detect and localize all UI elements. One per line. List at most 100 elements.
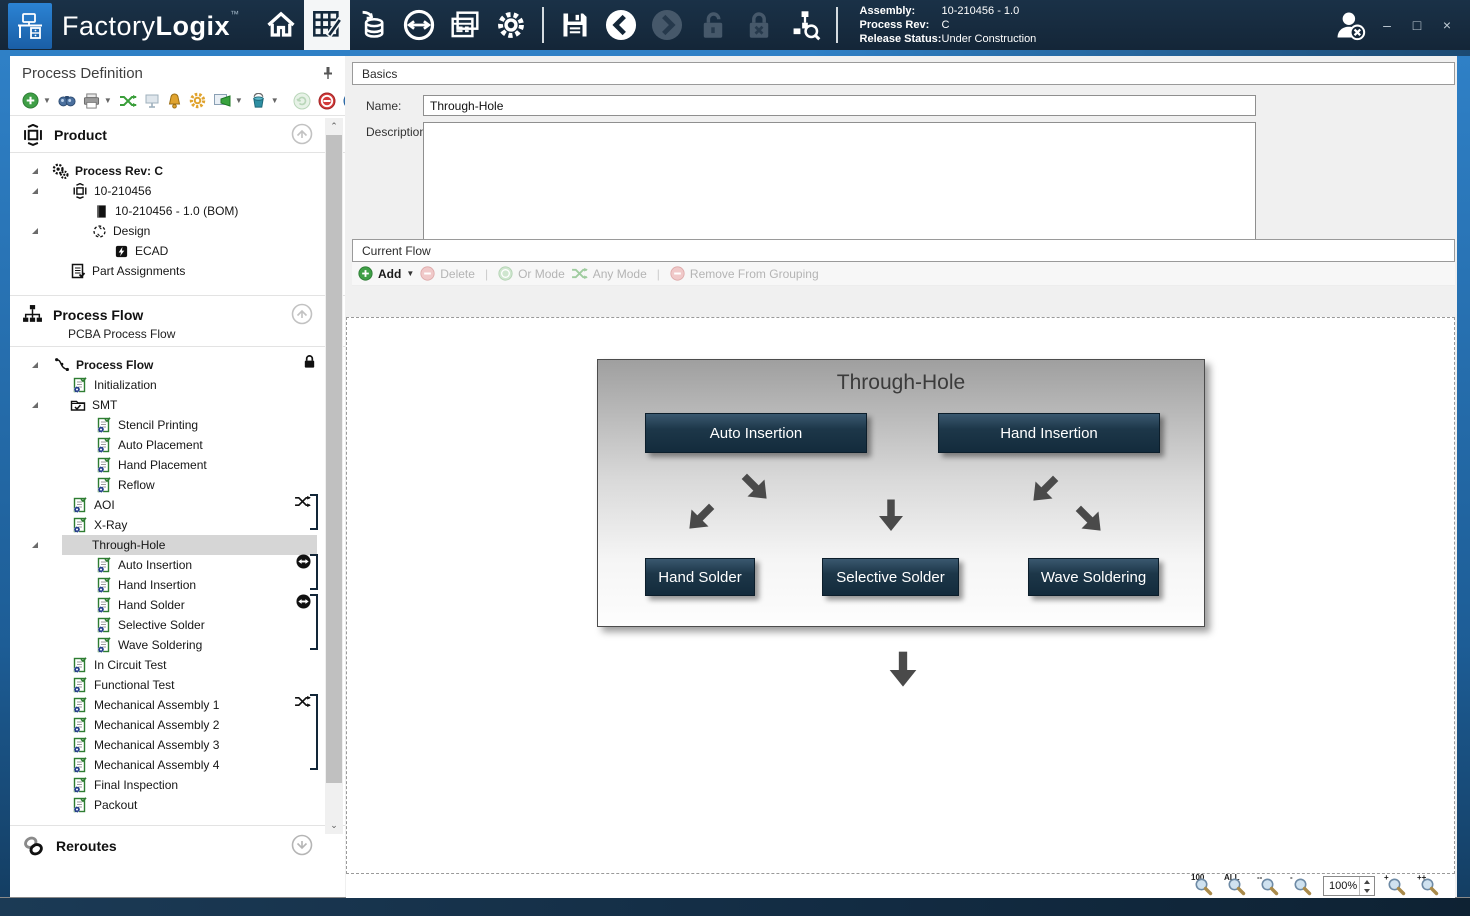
reroutes-section-header[interactable]: Reroutes — [10, 825, 345, 864]
flow-search-icon — [789, 9, 821, 41]
fill-bucket-button[interactable] — [250, 93, 267, 109]
node-wave-soldering[interactable]: Wave Soldering — [1028, 558, 1159, 596]
tree-item-assembly[interactable]: 10-210456 — [10, 181, 345, 201]
tree-item-functional-test[interactable]: Functional Test — [10, 675, 345, 695]
zoom-fit-all-button[interactable]: ALL — [1224, 875, 1248, 897]
zoom-out-button[interactable]: - — [1290, 875, 1314, 897]
node-auto-insertion[interactable]: Auto Insertion — [645, 413, 867, 453]
tree-item-initialization[interactable]: Initialization — [10, 375, 345, 395]
save-button[interactable] — [552, 0, 598, 50]
minimize-button[interactable]: – — [1374, 12, 1400, 38]
product-section-header[interactable]: Product — [10, 116, 345, 153]
scrollbar-thumb[interactable] — [326, 135, 342, 783]
add-item-button[interactable] — [22, 92, 39, 109]
redo-button[interactable] — [644, 0, 690, 50]
tree-item-mechanical-assembly-3[interactable]: Mechanical Assembly 3 — [10, 735, 345, 755]
process-audit-button[interactable] — [782, 0, 828, 50]
add-caret-icon[interactable]: ▼ — [406, 269, 414, 278]
export-flag-caret[interactable]: ▼ — [235, 96, 243, 105]
tree-item-packout[interactable]: Packout — [10, 795, 345, 815]
tree-item-stencil-printing[interactable]: Stencil Printing — [10, 415, 345, 435]
description-textarea[interactable] — [423, 122, 1256, 247]
process-flow-section-header[interactable]: Process Flow — [10, 295, 345, 325]
presentation-button[interactable] — [144, 93, 160, 109]
resume-button[interactable] — [293, 92, 311, 110]
name-input[interactable] — [423, 95, 1256, 116]
export-flag-button[interactable] — [213, 93, 231, 109]
production-button[interactable] — [396, 0, 442, 50]
scroll-down-arrow[interactable]: ⌄ — [325, 817, 343, 834]
scroll-up-arrow[interactable]: ⌃ — [325, 118, 343, 135]
analytics-button[interactable] — [442, 0, 488, 50]
gear-gold-button[interactable] — [189, 92, 206, 109]
flow-arrow-down-left — [675, 493, 726, 544]
tree-item-mechanical-assembly-4[interactable]: Mechanical Assembly 4 — [10, 755, 345, 775]
print-button[interactable] — [83, 93, 100, 109]
logout-user-button[interactable] — [1330, 0, 1370, 50]
zoom-level-spinner[interactable]: 100% — [1323, 876, 1375, 896]
sidebar-scrollbar[interactable]: ⌃ ⌄ — [325, 118, 343, 834]
stop-button[interactable] — [318, 92, 336, 110]
pin-icon[interactable] — [321, 66, 335, 80]
tree-item-part-assignments[interactable]: Part Assignments — [10, 261, 345, 281]
notification-bell-button[interactable] — [167, 93, 182, 109]
tree-item-auto-placement[interactable]: Auto Placement — [10, 435, 345, 455]
process-definition-sidebar: Process Definition ▼ ▼ ▼ ▼ — [10, 56, 345, 897]
add-button[interactable]: Add▼ — [358, 266, 414, 281]
home-button[interactable] — [258, 0, 304, 50]
tree-item-hand-placement[interactable]: Hand Placement — [10, 455, 345, 475]
zoom-in-fast-button[interactable]: ++ — [1417, 875, 1441, 897]
zoom-spin-down[interactable] — [1360, 886, 1374, 895]
or-mode-badge-auto-insertion — [296, 554, 311, 569]
tree-item-wave-soldering[interactable]: Wave Soldering — [10, 635, 345, 655]
node-selective-solder[interactable]: Selective Solder — [822, 558, 959, 596]
material-logistics-button[interactable] — [350, 0, 396, 50]
close-button[interactable]: × — [1434, 12, 1460, 38]
tree-item-final-inspection[interactable]: Final Inspection — [10, 775, 345, 795]
tree-item-auto-insertion[interactable]: Auto Insertion — [10, 555, 345, 575]
any-mode-button[interactable]: Any Mode — [571, 267, 647, 281]
remove-from-grouping-button[interactable]: Remove From Grouping — [670, 266, 819, 281]
tree-item-mechanical-assembly-2[interactable]: Mechanical Assembly 2 — [10, 715, 345, 735]
tree-item-smt[interactable]: SMT — [10, 395, 345, 415]
tree-item-through-hole[interactable]: Through-Hole — [10, 535, 345, 555]
tree-item-xray[interactable]: X-Ray — [10, 515, 345, 535]
fill-bucket-caret[interactable]: ▼ — [271, 96, 279, 105]
tree-item-process-rev[interactable]: Process Rev: C — [10, 161, 345, 181]
process-definition-button[interactable] — [304, 0, 350, 50]
or-mode-badge-hand-solder — [296, 594, 311, 609]
tree-item-bom[interactable]: 10-210456 - 1.0 (BOM) — [10, 201, 345, 221]
tree-item-design[interactable]: Design — [10, 221, 345, 241]
unlock-button[interactable] — [690, 0, 736, 50]
print-caret[interactable]: ▼ — [104, 96, 112, 105]
delete-button[interactable]: Delete — [420, 266, 475, 281]
maximize-button[interactable]: □ — [1404, 12, 1430, 38]
zoom-spin-up[interactable] — [1360, 877, 1374, 886]
tree-item-selective-solder[interactable]: Selective Solder — [10, 615, 345, 635]
zoom-out-fast-button[interactable]: -- — [1257, 875, 1281, 897]
settings-button[interactable] — [488, 0, 534, 50]
tree-item-reflow[interactable]: Reflow — [10, 475, 345, 495]
zoom-100-button[interactable]: 100 — [1191, 875, 1215, 897]
tree-item-in-circuit-test[interactable]: In Circuit Test — [10, 655, 345, 675]
through-hole-group[interactable]: Through-Hole Auto Insertion Hand Inserti… — [597, 359, 1205, 627]
tree-item-hand-insertion[interactable]: Hand Insertion — [10, 575, 345, 595]
add-item-caret[interactable]: ▼ — [43, 96, 51, 105]
lock-reject-button[interactable] — [736, 0, 782, 50]
expand-down-icon[interactable] — [291, 834, 313, 856]
tree-item-hand-solder[interactable]: Hand Solder — [10, 595, 345, 615]
collapse-up-icon[interactable] — [291, 303, 313, 325]
tree-item-ecad[interactable]: ECAD — [10, 241, 345, 261]
tree-item-process-flow[interactable]: Process Flow — [10, 355, 345, 375]
flow-arrow-down — [873, 498, 909, 534]
collapse-up-icon[interactable] — [291, 123, 313, 145]
undo-button[interactable] — [598, 0, 644, 50]
flow-canvas[interactable]: Through-Hole Auto Insertion Hand Inserti… — [346, 317, 1455, 874]
any-mode-toolbar-button[interactable] — [119, 94, 137, 108]
reroutes-section-label: Reroutes — [56, 838, 117, 854]
find-button[interactable] — [58, 93, 76, 108]
node-hand-insertion[interactable]: Hand Insertion — [938, 413, 1160, 453]
node-hand-solder[interactable]: Hand Solder — [645, 558, 755, 596]
zoom-in-button[interactable]: + — [1384, 875, 1408, 897]
or-mode-button[interactable]: Or Mode — [498, 266, 565, 281]
